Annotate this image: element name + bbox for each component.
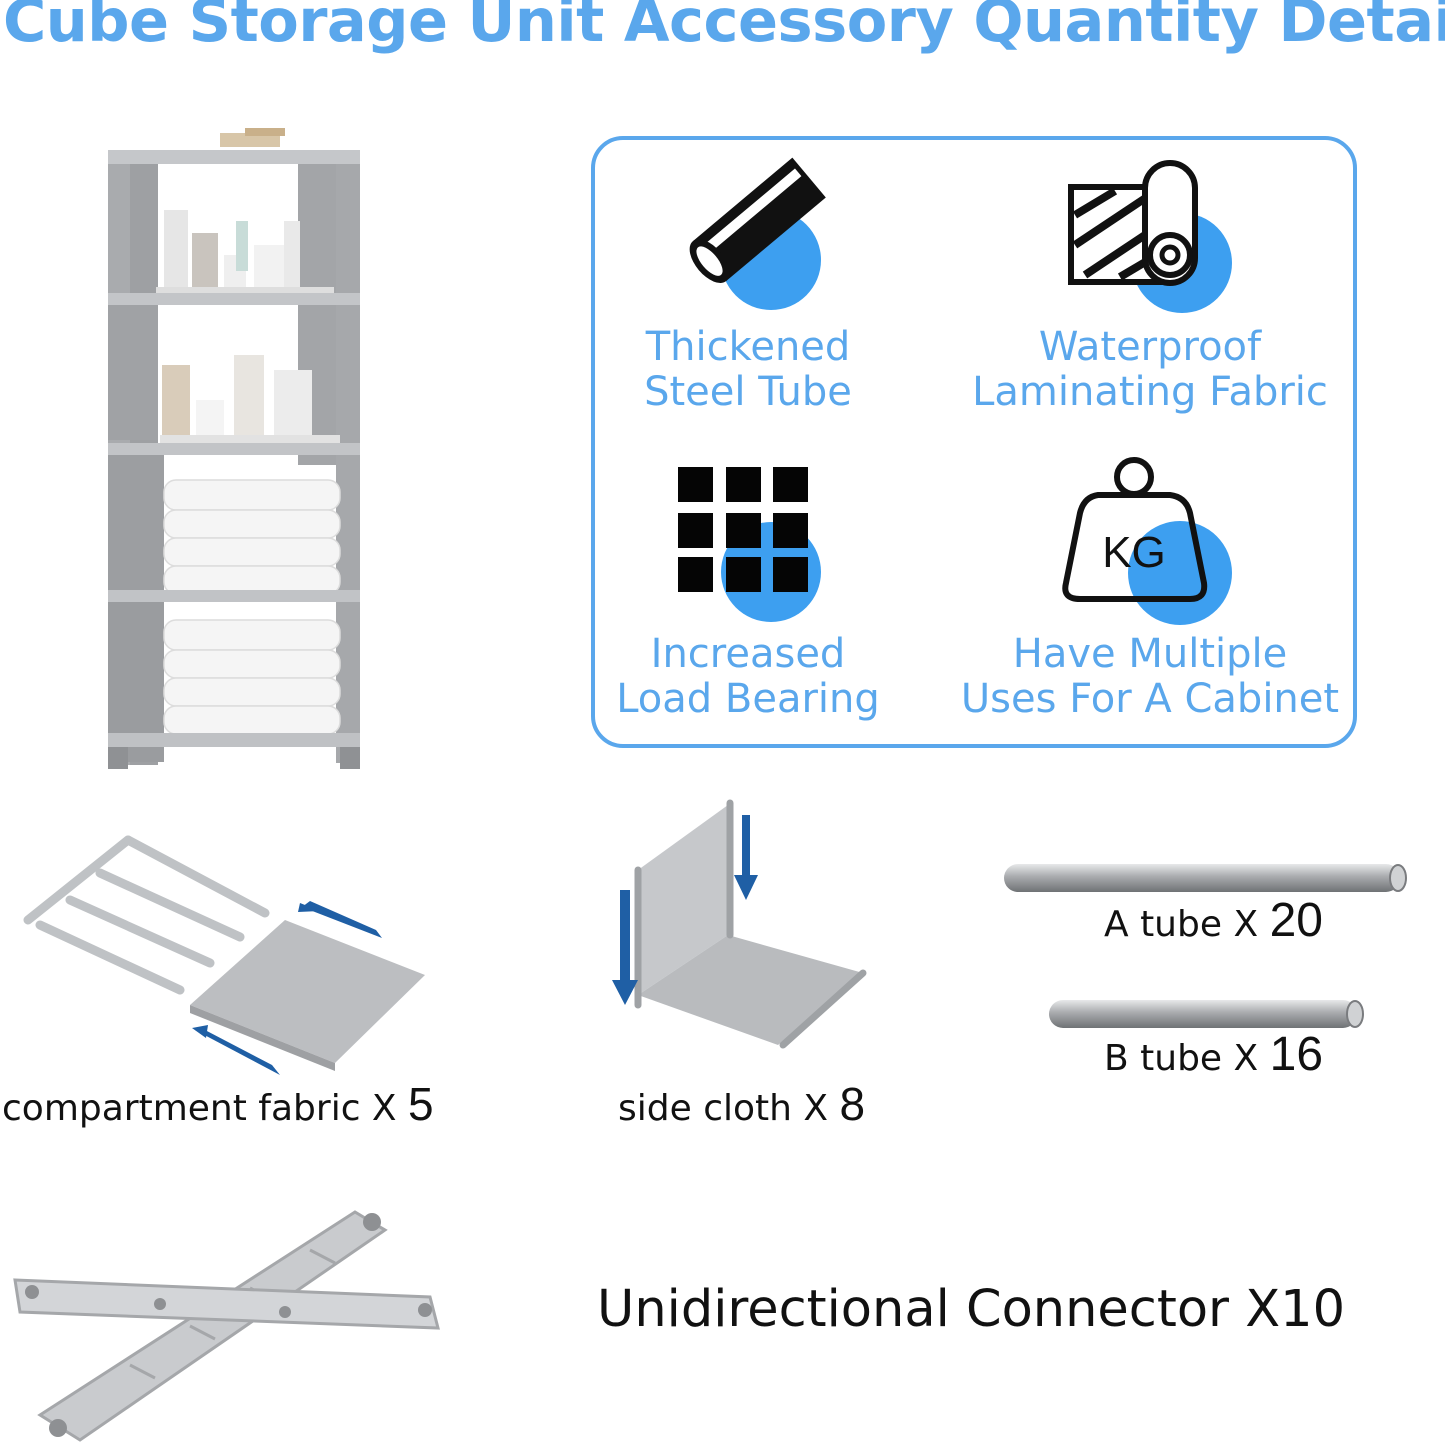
feature-line2: Uses For A Cabinet [960, 676, 1340, 722]
b-tube-qty: B tube X 16 [1104, 1027, 1323, 1082]
part-label: A tube X [1104, 904, 1259, 945]
a-tube-qty: A tube X 20 [1104, 893, 1323, 948]
feature-label-load-bearing: Increased Load Bearing [598, 632, 898, 722]
weight-kg-icon: KG [1058, 455, 1238, 625]
side-cloth-image [608, 795, 878, 1065]
feature-label-fabric: Waterproof Laminating Fabric [960, 325, 1340, 415]
compartment-fabric-qty: compartment fabric X 5 [2, 1077, 434, 1131]
feature-label-multiple-uses: Have Multiple Uses For A Cabinet [948, 632, 1352, 722]
part-count: 8 [839, 1078, 866, 1130]
feature-label-steel-tube: Thickened Steel Tube [598, 325, 898, 415]
feature-line1: Waterproof [1038, 324, 1262, 370]
a-tube-image [1000, 858, 1412, 898]
feature-line1: Have Multiple [1012, 631, 1288, 677]
part-count: 20 [1269, 894, 1323, 947]
part-label: compartment fabric X [2, 1088, 397, 1129]
steel-tube-icon [676, 155, 826, 315]
feature-line2: Load Bearing [616, 676, 880, 722]
feature-line2: Steel Tube [644, 369, 852, 415]
feature-line1: Increased [650, 631, 846, 677]
feature-panel [591, 136, 1357, 748]
part-label: B tube X [1104, 1038, 1259, 1079]
part-label: side cloth X [618, 1088, 829, 1129]
part-count: 16 [1269, 1028, 1324, 1081]
kg-text: KG [1102, 528, 1166, 577]
feature-line1: Thickened [645, 324, 851, 370]
compartment-fabric-image [10, 825, 440, 1085]
fabric-roll-icon [1065, 155, 1235, 320]
connector-qty: Unidirectional Connector X10 [597, 1280, 1346, 1339]
feature-line2: Laminating Fabric [972, 369, 1328, 415]
shelf-unit-image [100, 125, 375, 775]
part-count: 5 [408, 1078, 434, 1130]
b-tube-image [1045, 995, 1367, 1033]
page-title: Cube Storage Unit Accessory Quantity Det… [3, 0, 1445, 55]
side-cloth-qty: side cloth X 8 [618, 1077, 865, 1131]
connector-image [10, 1200, 450, 1445]
grid-icon [676, 465, 826, 630]
